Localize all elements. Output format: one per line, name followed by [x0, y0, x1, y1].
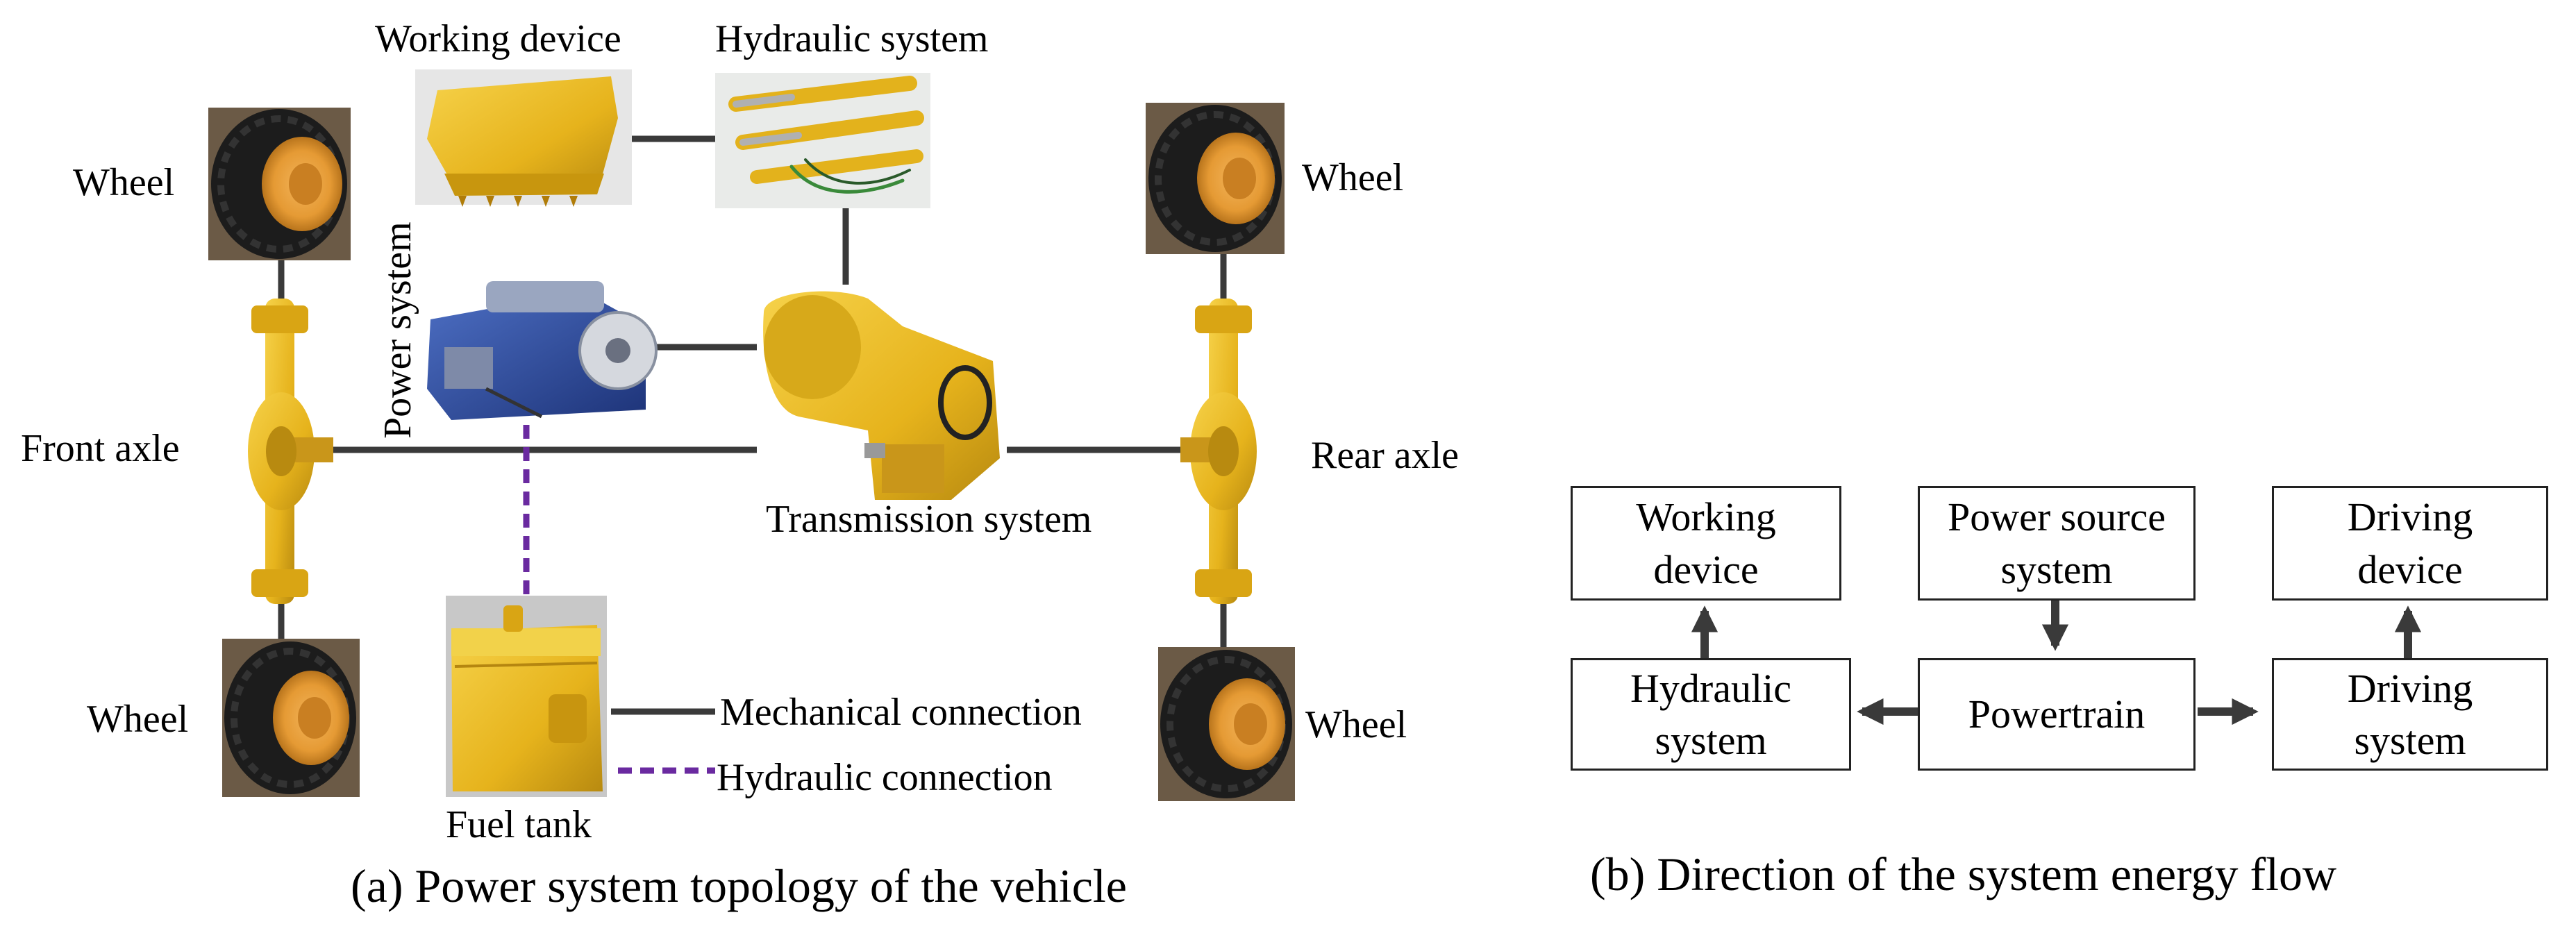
caption-b: (b) Direction of the system energy flow	[1590, 848, 2337, 900]
box-power-source-system: Power source system	[1918, 486, 2196, 601]
front-axle-icon	[248, 299, 333, 604]
wheel-front-top-icon	[208, 108, 351, 260]
label-wheel-front-bottom: Wheel	[87, 698, 189, 741]
hydraulic-lines	[523, 425, 715, 774]
box-hydraulic-system-text: Hydraulic system	[1630, 665, 1791, 763]
box-working-device: Working device	[1571, 486, 1841, 601]
box-driving-system-text: Driving system	[2347, 665, 2473, 763]
engine-icon	[424, 271, 658, 425]
fuel-tank-icon	[446, 596, 607, 797]
box-hydraulic-system: Hydraulic system	[1571, 658, 1851, 771]
working-device-icon	[415, 69, 632, 207]
wheel-rear-top-icon	[1146, 103, 1285, 254]
box-power-source-text: Power source system	[1947, 494, 2166, 592]
label-front-axle: Front axle	[21, 427, 180, 470]
label-wheel-rear-top: Wheel	[1302, 156, 1404, 199]
box-driving-device-text: Driving device	[2347, 494, 2473, 592]
label-fuel-tank: Fuel tank	[446, 803, 592, 846]
wheel-rear-bottom-icon	[1158, 647, 1295, 801]
wheel-front-bottom-icon	[222, 639, 360, 797]
box-powertrain-text: Powertrain	[1968, 691, 2146, 737]
label-hydraulic-system: Hydraulic system	[715, 17, 989, 60]
label-transmission-system: Transmission system	[766, 498, 1092, 541]
box-powertrain: Powertrain	[1918, 658, 2196, 771]
label-wheel-front-top: Wheel	[73, 161, 175, 204]
legend-hydraulic-connection: Hydraulic connection	[717, 756, 1053, 799]
legend-mechanical-connection: Mechanical connection	[720, 691, 1082, 734]
label-wheel-rear-bottom: Wheel	[1305, 703, 1407, 746]
rear-axle-icon	[1180, 299, 1257, 604]
transmission-icon	[757, 285, 1007, 507]
box-working-device-text: Working device	[1636, 494, 1776, 592]
caption-a: (a) Power system topology of the vehicle	[351, 859, 1127, 912]
hydraulic-system-icon	[715, 73, 930, 208]
label-rear-axle: Rear axle	[1311, 434, 1459, 477]
box-driving-system: Driving system	[2272, 658, 2548, 771]
box-driving-device: Driving device	[2272, 486, 2548, 601]
label-working-device: Working device	[375, 17, 621, 60]
